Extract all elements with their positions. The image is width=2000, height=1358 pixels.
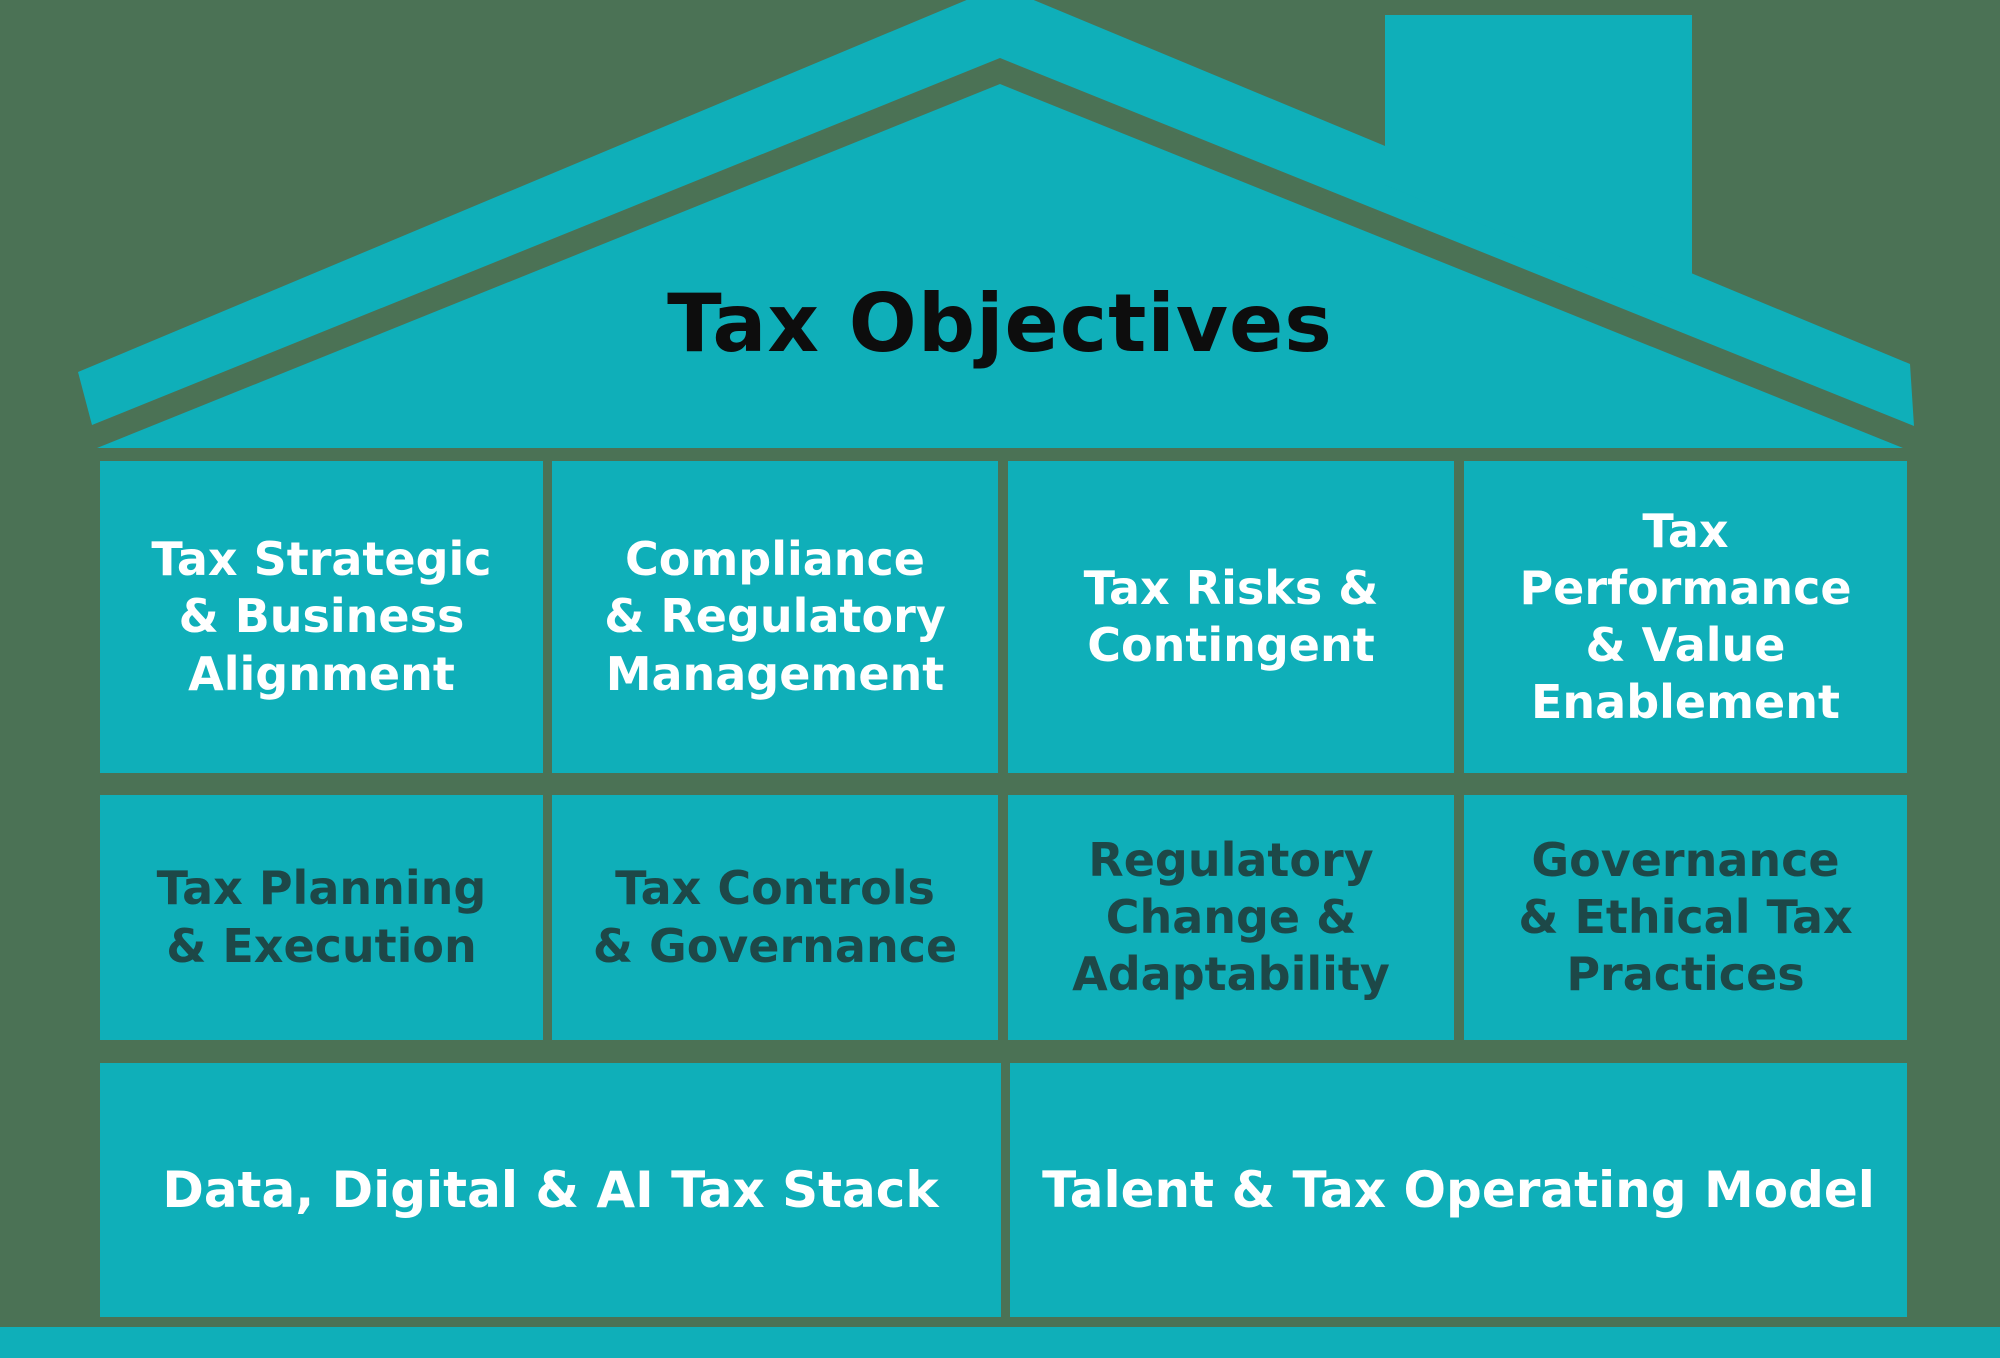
box-tax-planning-execution: Tax Planning & Execution [100,795,543,1040]
box-label: Compliance & Regulatory Management [604,532,946,701]
box-talent-tax-operating-model: Talent & Tax Operating Model [1010,1063,1907,1317]
box-label: Regulatory Change & Adaptability [1072,832,1390,1002]
box-regulatory-change-adaptability: Regulatory Change & Adaptability [1008,795,1454,1040]
box-tax-performance-value-enablement: Tax Performance & Value Enablement [1464,461,1907,773]
box-label: Tax Strategic & Business Alignment [151,532,492,701]
box-tax-risks-contingent: Tax Risks & Contingent [1008,461,1454,773]
box-tax-controls-governance: Tax Controls & Governance [552,795,998,1040]
box-label: Tax Planning & Execution [156,861,487,973]
box-tax-strategic-business-alignment: Tax Strategic & Business Alignment [100,461,543,773]
box-label: Governance & Ethical Tax Practices [1518,832,1853,1002]
house-foundation-bar [0,1327,2000,1358]
box-label: Tax Performance & Value Enablement [1519,503,1852,730]
box-label: Tax Controls & Governance [592,861,958,973]
box-label: Talent & Tax Operating Model [1042,1161,1875,1219]
box-label: Tax Risks & Contingent [1083,560,1379,672]
roof-body-shape [97,84,1903,448]
box-governance-ethical-tax-practices: Governance & Ethical Tax Practices [1464,795,1907,1040]
box-data-digital-ai-tax-stack: Data, Digital & AI Tax Stack [100,1063,1001,1317]
chimney-shape [1385,15,1692,310]
diagram-title: Tax Objectives [667,276,1333,370]
box-compliance-regulatory-management: Compliance & Regulatory Management [552,461,998,773]
box-label: Data, Digital & AI Tax Stack [162,1161,939,1219]
